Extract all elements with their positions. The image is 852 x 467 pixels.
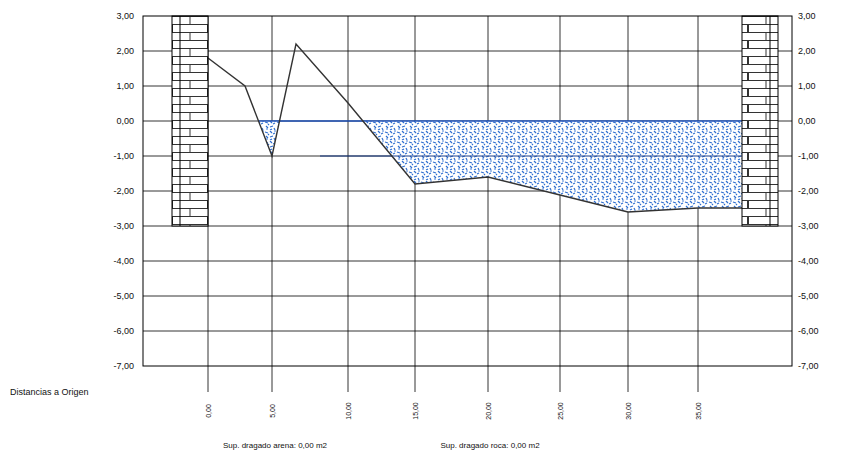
axis-value: -4,00 — [113, 257, 134, 266]
distance-label: 35,00 — [695, 402, 702, 420]
axis-value: -5,00 — [113, 292, 134, 301]
axis-value: 0,00 — [116, 117, 134, 126]
distance-label: 0,00 — [205, 404, 212, 418]
distance-label: 20,00 — [485, 402, 492, 420]
axis-value: -2,00 — [798, 187, 819, 196]
axis-value: -5,00 — [798, 292, 819, 301]
axis-value: 3,00 — [798, 12, 816, 21]
seabed-profile — [208, 44, 742, 212]
distance-label: 25,00 — [557, 402, 564, 420]
summary-note: Sup. dragado roca: 0,00 m2 — [440, 442, 539, 450]
distance-label: 15,00 — [412, 402, 419, 420]
summary-note: Sup. dragado arena: 0,00 m2 — [223, 442, 327, 450]
frame — [143, 16, 792, 366]
axis-value: -3,00 — [113, 222, 134, 231]
axis-value: -7,00 — [798, 362, 819, 371]
distance-label: 30,00 — [625, 402, 632, 420]
distance-label: 10,00 — [345, 402, 352, 420]
quay-wall — [172, 16, 208, 226]
axis-value: 1,00 — [798, 82, 816, 91]
axis-value: -6,00 — [113, 327, 134, 336]
distance-label: 5,00 — [269, 404, 276, 418]
axis-value: -2,00 — [113, 187, 134, 196]
axis-value: 3,00 — [116, 12, 134, 21]
axis-value: -3,00 — [798, 222, 819, 231]
axis-title: Distancias a Origen — [10, 388, 89, 397]
axis-value: -7,00 — [113, 362, 134, 371]
axis-value: -1,00 — [113, 152, 134, 161]
axis-value: 2,00 — [116, 47, 134, 56]
axis-value: 0,00 — [798, 117, 816, 126]
axis-value: -1,00 — [798, 152, 819, 161]
grid-in-water — [320, 156, 742, 157]
axis-value: -4,00 — [798, 257, 819, 266]
axis-value: 1,00 — [116, 82, 134, 91]
water-level — [258, 120, 742, 122]
water-fill — [363, 121, 742, 212]
axis-value: 2,00 — [798, 47, 816, 56]
axis-value: -6,00 — [798, 327, 819, 336]
quay-wall — [742, 16, 778, 226]
grid — [143, 51, 792, 331]
